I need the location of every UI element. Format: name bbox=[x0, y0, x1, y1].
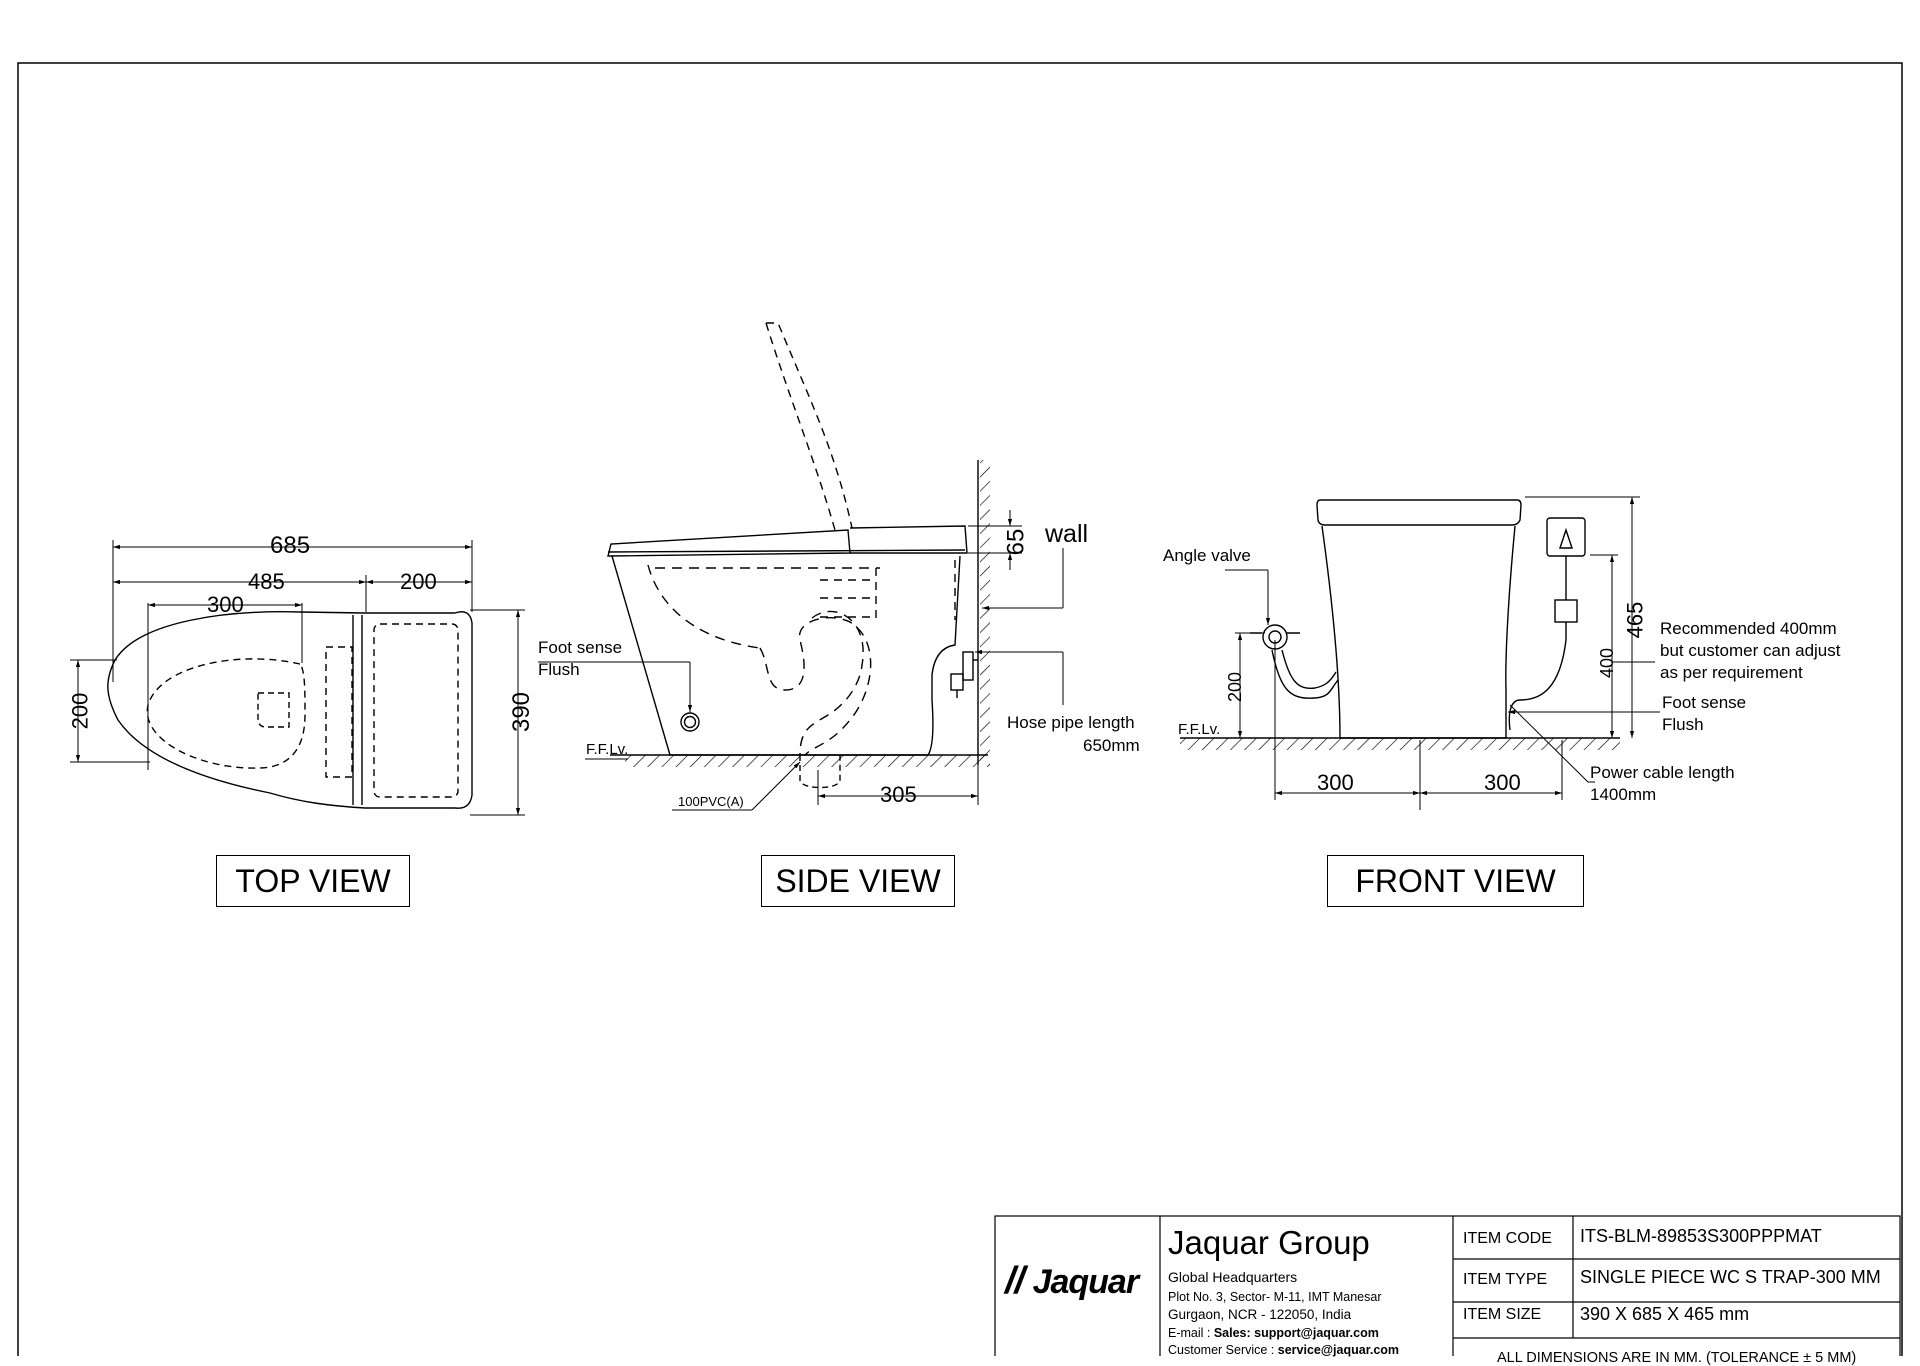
front-view-dims bbox=[1180, 496, 1660, 810]
hose-length-label: Hose pipe length bbox=[1007, 713, 1135, 732]
top-dim-685: 685 bbox=[270, 532, 311, 559]
item-type-value: SINGLE PIECE WC S TRAP-300 MM bbox=[1580, 1267, 1881, 1287]
top-view-drawing bbox=[107, 611, 473, 809]
front-flush-label: Flush bbox=[1662, 715, 1704, 734]
email-line: E-mail : Sales: support@jaquar.com bbox=[1168, 1327, 1379, 1340]
sheet-border bbox=[17, 62, 1903, 1356]
front-foot-sense-label: Foot sense bbox=[1662, 693, 1747, 712]
service-email[interactable]: service@jaquar.com bbox=[1277, 1343, 1400, 1357]
side-view-drawing bbox=[607, 322, 990, 789]
service-line: Customer Service : service@jaquar.com bbox=[1168, 1344, 1399, 1357]
front-dim-400: 400 bbox=[1597, 647, 1618, 679]
email-prefix: E-mail : bbox=[1168, 1326, 1214, 1340]
front-dim-300-left: 300 bbox=[1317, 770, 1354, 795]
side-flush-label: Flush bbox=[538, 660, 580, 679]
front-dim-200: 200 bbox=[1225, 671, 1246, 703]
title-block-grid bbox=[994, 1215, 1901, 1356]
front-dim-465: 465 bbox=[1622, 601, 1648, 639]
side-view-dims bbox=[538, 510, 1064, 811]
top-dim-485: 485 bbox=[248, 569, 285, 594]
address-line-1: Plot No. 3, Sector- M-11, IMT Manesar bbox=[1168, 1290, 1382, 1304]
email-sales[interactable]: Sales: support@jaquar.com bbox=[1213, 1326, 1379, 1340]
angle-valve-label: Angle valve bbox=[1163, 546, 1251, 565]
top-dim-200: 200 bbox=[400, 569, 437, 594]
power-cable-label: Power cable length bbox=[1590, 763, 1735, 782]
side-dim-305: 305 bbox=[880, 782, 917, 807]
front-view-drawing bbox=[1180, 499, 1620, 750]
front-dim-300-right: 300 bbox=[1484, 770, 1521, 795]
side-dim-65: 65 bbox=[1002, 528, 1030, 556]
dimensions-note: ALL DIMENSIONS ARE IN MM. (TOLERANCE ± 5… bbox=[1497, 1350, 1857, 1366]
top-view-dims bbox=[70, 540, 525, 816]
logo-mark-icon: // bbox=[1005, 1260, 1025, 1302]
wall-label: wall bbox=[1045, 520, 1089, 548]
side-view-title: SIDE VIEW bbox=[761, 855, 955, 907]
front-ffl-label: F.F.Lv. bbox=[1178, 721, 1221, 738]
hose-length-value: 650mm bbox=[1083, 736, 1140, 755]
recommend-line-2: but customer can adjust bbox=[1660, 641, 1841, 660]
recommend-line-3: as per requirement bbox=[1660, 663, 1803, 682]
front-view-title: FRONT VIEW bbox=[1327, 855, 1584, 907]
top-dim-200-vertical: 200 bbox=[67, 692, 93, 730]
company-name: Jaquar Group bbox=[1168, 1224, 1370, 1261]
item-code-label: ITEM CODE bbox=[1463, 1230, 1552, 1247]
top-dim-390: 390 bbox=[508, 691, 536, 733]
address-line-2: Gurgaon, NCR - 122050, India bbox=[1168, 1307, 1352, 1322]
item-size-label: ITEM SIZE bbox=[1463, 1306, 1542, 1323]
jaquar-logo: // Jaquar bbox=[1005, 1260, 1139, 1302]
power-cable-value: 1400mm bbox=[1590, 785, 1657, 804]
recommend-line-1: Recommended 400mm bbox=[1660, 619, 1837, 638]
pvc-pipe-label: 100PVC(A) bbox=[678, 794, 744, 809]
service-prefix: Customer Service : bbox=[1168, 1343, 1278, 1357]
item-code-value: ITS-BLM-89853S300PPPMAT bbox=[1580, 1226, 1822, 1246]
item-size-value: 390 X 685 X 465 mm bbox=[1580, 1304, 1750, 1324]
item-type-label: ITEM TYPE bbox=[1463, 1271, 1548, 1288]
side-foot-sense-label: Foot sense bbox=[538, 638, 623, 657]
hq-label: Global Headquarters bbox=[1168, 1269, 1298, 1285]
side-ffl-label: F.F.Lv. bbox=[586, 741, 629, 758]
brand-name: Jaquar bbox=[1032, 1263, 1139, 1301]
top-view-title: TOP VIEW bbox=[216, 855, 410, 907]
top-dim-300: 300 bbox=[207, 592, 244, 617]
